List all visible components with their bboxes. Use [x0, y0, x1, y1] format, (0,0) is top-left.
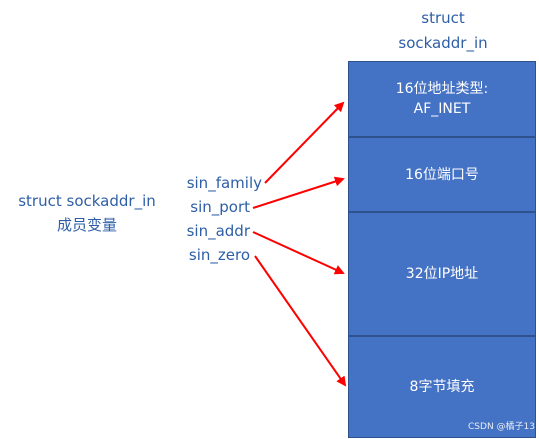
field-sin-family: sin_family: [186, 174, 262, 192]
block-padding-label: 8字节填充: [409, 379, 475, 395]
arrow-sin-zero: [254, 255, 347, 387]
struct-title-line1: struct: [421, 9, 465, 27]
arrow-sin-port: [252, 176, 345, 209]
block-address-family-line1: 16位地址类型:: [395, 81, 489, 97]
struct-title-line2: sockaddr_in: [398, 34, 488, 52]
members-title-line2: 成员变量: [56, 216, 117, 234]
block-port-label: 16位端口号: [405, 166, 479, 183]
members-title-line1: struct sockaddr_in: [18, 192, 156, 210]
block-address-family-line2: AF_INET: [413, 101, 471, 117]
field-sin-port: sin_port: [190, 198, 250, 216]
block-ip-address-label: 32位IP地址: [405, 266, 479, 282]
arrow-sin-family: [264, 101, 345, 184]
block-padding: 8字节填充: [348, 336, 536, 438]
block-address-family: 16位地址类型: AF_INET: [348, 61, 536, 137]
field-sin-addr: sin_addr: [186, 222, 250, 240]
watermark: CSDN @橘子13: [468, 422, 535, 432]
block-port: 16位端口号: [348, 137, 536, 212]
field-sin-zero: sin_zero: [188, 246, 250, 264]
arrow-sin-addr: [252, 231, 345, 275]
block-ip-address: 32位IP地址: [348, 212, 536, 336]
